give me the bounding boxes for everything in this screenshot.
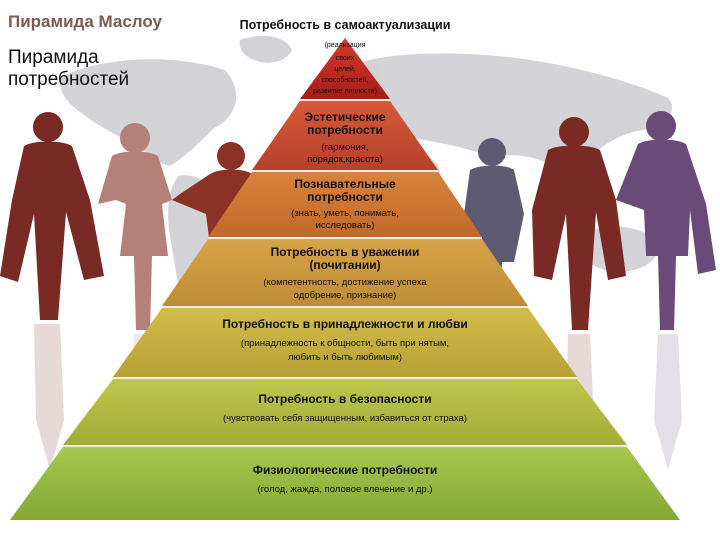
pyramid-tier-aesthetic bbox=[252, 101, 438, 170]
tier-3-text: Познавательные потребности (знать, уметь… bbox=[291, 177, 399, 231]
tier-1-desc-line-4: способностей, bbox=[322, 76, 369, 84]
tier-1-desc-line-3: целей, bbox=[334, 65, 355, 73]
tier-7-text: Физиологические потребности (голод, жажд… bbox=[253, 463, 437, 495]
pyramid-tier-cognitive bbox=[208, 172, 482, 237]
pyramid-tier-esteem bbox=[162, 239, 528, 306]
tier-4-title-line-2: (почитании) bbox=[309, 258, 380, 272]
figure-slate-right bbox=[464, 138, 524, 330]
figure-purple-right bbox=[616, 111, 716, 330]
tier-2-desc-line-2: порядок,красота) bbox=[307, 154, 383, 165]
tier-4-title-line-1: Потребность в уважении bbox=[271, 245, 420, 259]
tier-2-title-line-1: Эстетические bbox=[304, 110, 385, 124]
figure-pink-left bbox=[98, 123, 172, 330]
tier-6-desc: (чувствовать себя защищенным, избавиться… bbox=[223, 413, 467, 424]
tier-5-title: Потребность в принадлежности и любви bbox=[222, 317, 467, 331]
tier-separators bbox=[63, 99, 627, 447]
tier-5-desc-line-2: любить и быть любимым) bbox=[288, 352, 402, 363]
pyramid-tier-physiological bbox=[10, 447, 680, 520]
pyramid bbox=[10, 38, 680, 520]
tier-6-text: Потребность в безопасности (чувствовать … bbox=[223, 392, 467, 424]
tier-4-desc-line-1: (компетентность, достижение успеха bbox=[263, 277, 427, 288]
tier-5-desc-line-1: (принадлежность к общности, быть при нят… bbox=[241, 338, 449, 349]
tier-3-desc-line-2: исследовать) bbox=[316, 220, 375, 231]
pyramid-tier-self-actualization bbox=[300, 38, 390, 99]
page-subtitle: Пирамида потребностей bbox=[8, 47, 130, 90]
tier-3-title-line-2: потребности bbox=[307, 190, 383, 204]
tier-1-desc-line-5: развитие личности) bbox=[313, 88, 377, 95]
tier-2-desc-line-1: (гармония, bbox=[321, 142, 368, 153]
tier-7-desc: (голод, жажда, половое влечение и др.) bbox=[257, 484, 432, 495]
tier-1-description: (реализация своих целей, способностей, р… bbox=[313, 42, 377, 95]
tier-2-title-line-2: потребности bbox=[307, 123, 383, 137]
page-title: Пирамида Маслоу bbox=[8, 12, 162, 31]
tier-2-text: Эстетические потребности (гармония, поря… bbox=[304, 110, 385, 165]
pyramid-tier-safety bbox=[63, 379, 627, 445]
pyramid-tier-belonging bbox=[113, 308, 577, 377]
figure-dark-red-left bbox=[0, 112, 104, 320]
tier-3-title-line-1: Познавательные bbox=[294, 177, 396, 191]
tier-1-desc-line-2: своих bbox=[336, 55, 355, 62]
tier-5-text: Потребность в принадлежности и любви (пр… bbox=[222, 317, 467, 363]
tier-7-title: Физиологические потребности bbox=[253, 463, 437, 477]
figure-dark-red-right bbox=[532, 117, 626, 330]
tier-3-desc-line-1: (знать, уметь, понимать, bbox=[291, 208, 399, 219]
tier-1-title: Потребность в самоактуализации bbox=[239, 18, 451, 32]
tier-4-text: Потребность в уважении (почитании) (комп… bbox=[263, 245, 427, 301]
tier-1-desc-line-1: (реализация bbox=[325, 42, 366, 49]
tier-6-title: Потребность в безопасности bbox=[258, 392, 431, 406]
tier-4-desc-line-2: одобрение, признание) bbox=[294, 290, 397, 301]
